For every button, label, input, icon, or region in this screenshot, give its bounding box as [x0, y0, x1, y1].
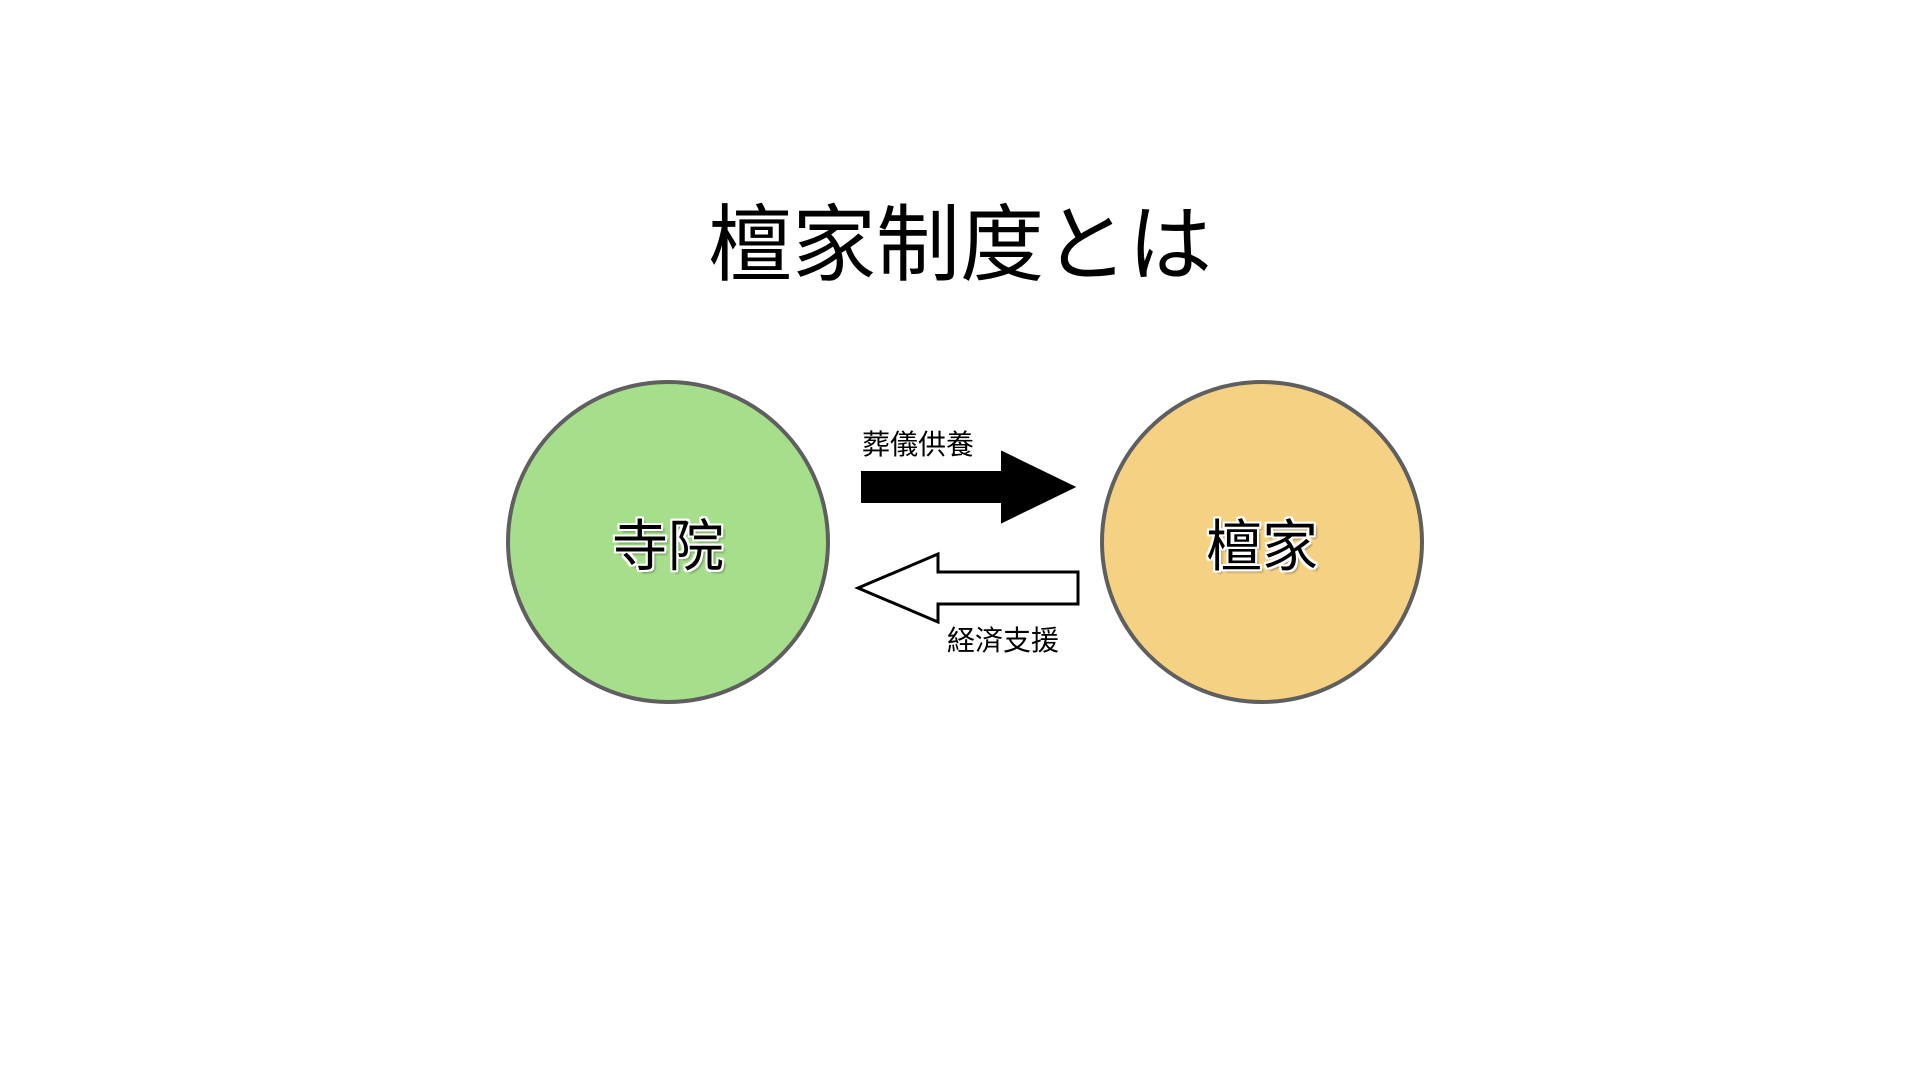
- temple-node-label: 寺院: [612, 514, 724, 580]
- relationship-arrows: [854, 450, 1080, 625]
- arrow-left-outline: [854, 551, 1080, 625]
- temple-node: 寺院: [506, 380, 830, 704]
- danka-node: 檀家: [1100, 380, 1424, 704]
- arrow-right-filled: [861, 450, 1077, 524]
- funeral-service-label: 葬儀供養: [862, 428, 975, 461]
- danka-node-label: 檀家: [1206, 514, 1318, 580]
- economic-support-label: 経済支援: [947, 624, 1060, 657]
- slide-title: 檀家制度とは: [707, 196, 1212, 294]
